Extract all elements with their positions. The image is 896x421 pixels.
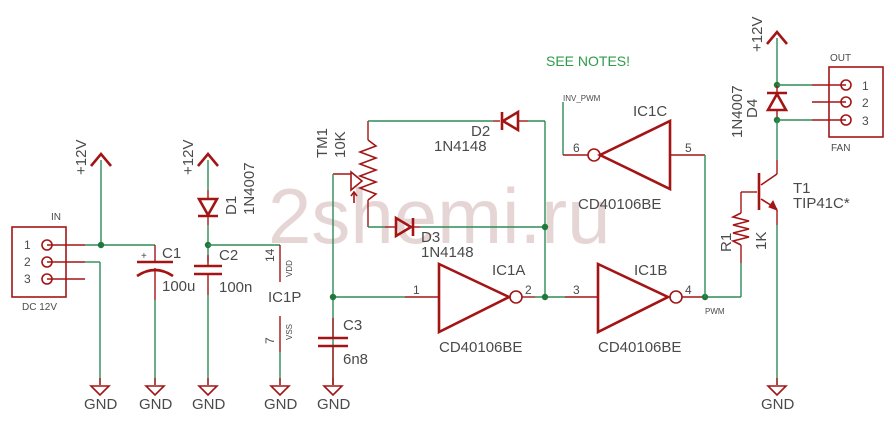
ic1p-vdd-pin: 14 (263, 248, 277, 262)
input-connector-title: IN (51, 212, 61, 223)
gnd-symbol: GND (139, 378, 173, 413)
watermark: 2shemi.ru (268, 172, 610, 260)
ic1c-in-pin: 6 (573, 141, 580, 155)
diode-d3: D3 1N4148 (385, 215, 474, 261)
r1-value: 1K (753, 232, 770, 250)
output-pin-2-label: 2 (862, 96, 869, 110)
inverter-ic1b: 3 4 IC1B CD40106BE (565, 261, 705, 356)
d3-ref: D3 (421, 229, 440, 246)
d1-ref: D1 (223, 196, 240, 215)
capacitor-c2: C2 100n (194, 247, 252, 296)
capacitor-c3: C3 6n8 (318, 317, 368, 385)
trimmer-tm1: TM1 10K (314, 121, 379, 227)
output-pin-1-label: 1 (862, 79, 869, 93)
gnd-label: GND (761, 396, 795, 413)
ic1c-out-pin: 5 (685, 141, 692, 155)
c3-value: 6n8 (343, 351, 368, 368)
ic1p-vss-pin: 7 (263, 337, 277, 344)
ic1a-out-pin: 2 (525, 283, 532, 297)
t1-value: TIP41C* (793, 195, 850, 212)
ic1p-vss-label: VSS (285, 324, 294, 340)
output-connector: OUT FAN 1 2 3 (812, 53, 884, 154)
diode-d2: D2 1N4148 (434, 109, 528, 155)
d3-value: 1N4148 (421, 244, 474, 261)
diode-d4: 1N4007 D4 (729, 85, 789, 138)
vcc-symbol: +12V (180, 140, 219, 175)
input-pin-3-label: 3 (24, 272, 31, 286)
ic1p-ref: IC1P (268, 289, 301, 306)
ic1p-vdd-label: VDD (285, 260, 294, 277)
ic1p-power-unit: 14 VDD IC1P 7 VSS (263, 245, 301, 352)
capacitor-c1: + C1 100u (136, 245, 195, 300)
ic1a-inversion-bubble (509, 290, 523, 304)
inverter-ic1a: 1 2 IC1A CD40106BE (405, 261, 535, 356)
r1-ref: R1 (718, 233, 735, 252)
see-notes-label: SEE NOTES! (546, 53, 630, 69)
gnd-symbol: GND (317, 378, 351, 413)
junction (97, 241, 105, 249)
vcc-label: +12V (73, 140, 90, 175)
transistor-t1: T1 TIP41C* (741, 173, 850, 212)
input-pin-2-label: 2 (24, 255, 31, 269)
input-pin-1-label: 1 (24, 238, 31, 252)
ic1c-ref: IC1C (633, 103, 667, 120)
inverter-ic1c: 6 5 IC1C CD40106BE (563, 103, 705, 213)
junction (541, 293, 549, 301)
tm1-ref: TM1 (314, 128, 331, 158)
d1-value: 1N4007 (241, 162, 258, 215)
input-connector-subtitle: DC 12V (22, 302, 57, 313)
ic1b-part: CD40106BE (598, 339, 681, 356)
vcc-symbol: +12V (73, 140, 112, 175)
c2-value: 100n (219, 279, 252, 296)
diode-d1: D1 1N4007 (196, 162, 258, 225)
c1-plus-sign: + (141, 251, 147, 262)
d4-ref: D4 (744, 99, 761, 118)
ic1a-ref: IC1A (492, 262, 525, 279)
ic1b-inversion-bubble (669, 290, 683, 304)
ic1a-in-pin: 1 (413, 283, 420, 297)
d4-value: 1N4007 (729, 85, 746, 138)
gnd-label: GND (192, 396, 226, 413)
c2-ref: C2 (219, 247, 238, 264)
c3-ref: C3 (343, 317, 362, 334)
ic1b-in-pin: 3 (573, 283, 580, 297)
output-pin-3-label: 3 (862, 114, 869, 128)
resistor-r1: R1 1K (718, 192, 770, 263)
output-connector-title: OUT (830, 53, 851, 64)
gnd-symbol: GND (192, 378, 226, 413)
inv-pwm-net-label: INV_PWM (563, 94, 601, 103)
vcc-symbol: +12V (749, 17, 788, 52)
gnd-label: GND (84, 396, 118, 413)
d2-value: 1N4148 (434, 138, 487, 155)
input-connector: IN DC 12V 1 2 3 (11, 212, 85, 313)
vcc-label: +12V (180, 140, 197, 175)
vcc-label: +12V (749, 17, 766, 52)
c1-ref: C1 (162, 245, 181, 262)
gnd-label: GND (264, 396, 298, 413)
output-connector-subtitle: FAN (831, 143, 850, 154)
c1-value: 100u (162, 278, 195, 295)
ic1a-part: CD40106BE (439, 339, 522, 356)
t1-ref: T1 (793, 180, 811, 197)
junction (541, 223, 549, 231)
ic1c-part: CD40106BE (578, 196, 661, 213)
ic1b-out-pin: 4 (685, 283, 692, 297)
tm1-value: 10K (332, 131, 349, 158)
gnd-label: GND (317, 396, 351, 413)
gnd-label: GND (139, 396, 173, 413)
junction (329, 293, 337, 301)
pwm-net-label: PWM (705, 307, 725, 316)
d2-ref: D2 (471, 123, 490, 140)
gnd-symbol: GND (264, 378, 298, 413)
gnd-symbol: GND (761, 378, 795, 413)
ic1b-ref: IC1B (634, 262, 667, 279)
gnd-symbol: GND (84, 378, 118, 413)
